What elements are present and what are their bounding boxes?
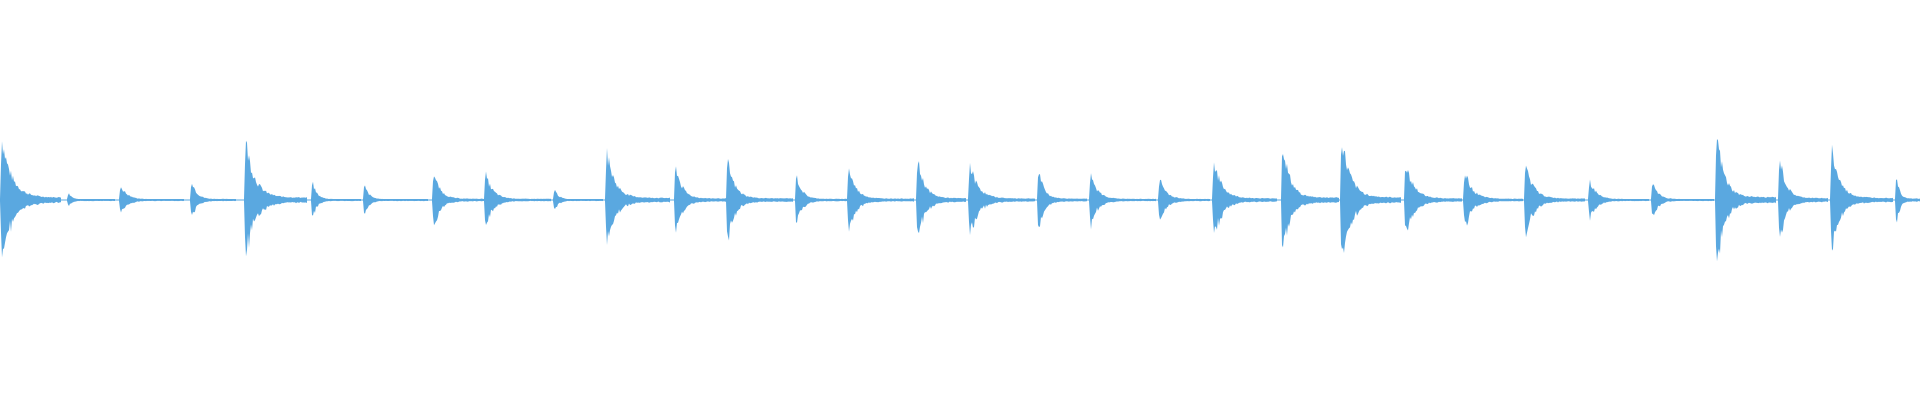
waveform-onset-4 [244, 140, 307, 257]
waveform-onset-9 [553, 189, 603, 209]
waveform-onset-0 [0, 141, 61, 258]
waveform-onset-1 [67, 193, 115, 206]
waveform-onset-24 [1463, 175, 1523, 226]
waveform-onset-8 [484, 171, 551, 225]
waveform-onset-5 [311, 181, 361, 216]
waveform-onset-29 [1778, 160, 1828, 237]
waveform-onset-3 [190, 183, 236, 215]
waveform-onset-2 [119, 187, 184, 213]
waveform-onset-21 [1281, 154, 1339, 248]
waveform-onset-30 [1830, 144, 1893, 251]
waveform-onsets [0, 139, 1920, 262]
waveform-onset-25 [1524, 165, 1585, 238]
waveform-onset-10 [605, 148, 670, 245]
waveform-onset-20 [1212, 162, 1277, 233]
waveform-onset-19 [1158, 179, 1210, 220]
waveform-onset-13 [795, 175, 847, 223]
waveform-onset-6 [363, 185, 428, 214]
waveform-onset-11 [674, 166, 726, 233]
waveform-onset-23 [1404, 170, 1462, 231]
waveform-onset-15 [916, 161, 966, 234]
waveform-onset-7 [432, 176, 484, 226]
waveform-onset-17 [1037, 174, 1087, 228]
waveform-onset-26 [1588, 179, 1649, 221]
waveform-onset-31 [1895, 179, 1920, 223]
waveform-onset-18 [1089, 173, 1156, 230]
waveform-onset-27 [1651, 184, 1714, 216]
waveform-onset-16 [968, 162, 1035, 236]
waveform-onset-22 [1340, 147, 1401, 253]
waveform-onset-14 [847, 168, 914, 232]
waveform-onset-12 [726, 159, 793, 241]
waveform-onset-28 [1715, 139, 1776, 262]
